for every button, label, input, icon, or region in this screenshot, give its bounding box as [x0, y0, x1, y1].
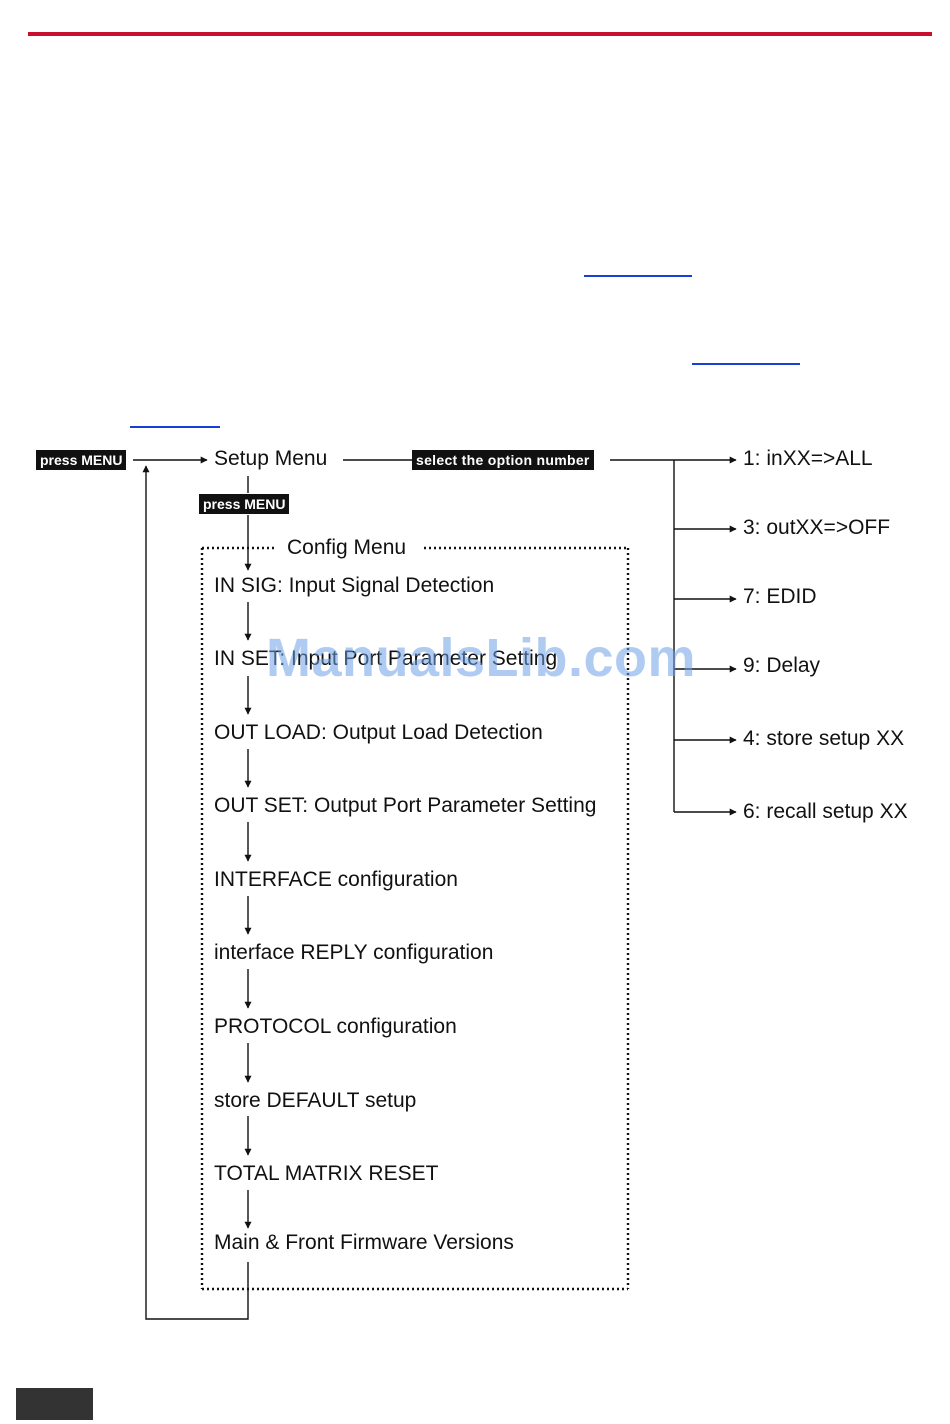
- page-number-tab: [16, 1388, 93, 1420]
- config-item: IN SIG: Input Signal Detection: [214, 574, 495, 597]
- config-item: OUT SET: Output Port Parameter Setting: [214, 794, 597, 817]
- config-item: PROTOCOL configuration: [214, 1015, 457, 1038]
- press-menu-tag: press MENU: [36, 450, 127, 470]
- config-item: store DEFAULT setup: [214, 1089, 417, 1112]
- config-item: Main & Front Firmware Versions: [214, 1231, 514, 1254]
- setup-option: 6: recall setup XX: [743, 800, 908, 823]
- setup-option: 3: outXX=>OFF: [743, 516, 891, 539]
- loop-back-arrow: [142, 465, 249, 1320]
- config-item: interface REPLY configuration: [214, 941, 494, 964]
- config-item: IN SET: Input Port Parameter Setting: [214, 647, 558, 670]
- watermark: ManualsLib.com: [266, 628, 697, 688]
- link-underline[interactable]: [692, 363, 800, 365]
- link-underline[interactable]: [130, 426, 220, 428]
- select-option-tag: select the option number: [412, 450, 594, 470]
- setup-option: 4: store setup XX: [743, 727, 905, 750]
- config-item: OUT LOAD: Output Load Detection: [214, 721, 543, 744]
- setup-option: 9: Delay: [743, 654, 821, 677]
- setup-menu-title: Setup Menu: [214, 447, 328, 470]
- config-menu-title: Config Menu: [287, 536, 407, 559]
- setup-option: 7: EDID: [743, 585, 817, 608]
- header-accent-rule: [28, 32, 932, 36]
- setup-option: 1: inXX=>ALL: [743, 447, 873, 470]
- config-item: INTERFACE configuration: [214, 868, 458, 891]
- link-underline[interactable]: [584, 275, 692, 277]
- config-item: TOTAL MATRIX RESET: [214, 1162, 439, 1185]
- press-menu-tag: press MENU: [199, 494, 290, 514]
